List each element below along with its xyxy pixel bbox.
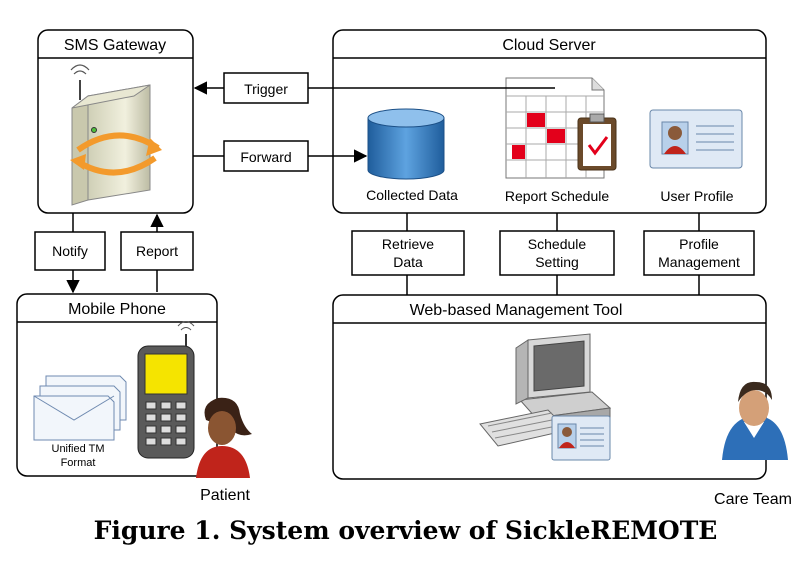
message-stack-icon [33, 375, 127, 441]
web-tool-title: Web-based Management Tool [410, 302, 623, 319]
sync-arrow-icon [70, 132, 162, 176]
cell-phone-icon [137, 321, 195, 459]
cloud-server-title: Cloud Server [502, 37, 596, 54]
retrieve-data-label-line1: Retrieve [382, 236, 434, 252]
system-overview-diagram: SMS Gateway Cloud Server [16, 29, 792, 508]
profile-management-connector: Profile Management [643, 213, 755, 295]
figure-caption: Figure 1. System overview of SickleREMOT… [93, 516, 718, 545]
patient-avatar-icon [196, 397, 252, 478]
care-team-avatar-icon [722, 381, 788, 460]
schedule-setting-label-line2: Setting [535, 254, 579, 270]
sms-gateway-panel: SMS Gateway [37, 29, 194, 214]
user-profile-card-icon [649, 109, 743, 169]
retrieve-data-connector: Retrieve Data [351, 213, 465, 295]
forward-label: Forward [240, 149, 291, 165]
report-connector: Report [120, 213, 194, 292]
sms-gateway-title: SMS Gateway [64, 37, 166, 54]
profile-management-label-line2: Management [658, 254, 740, 270]
report-label: Report [136, 243, 178, 259]
user-profile-label: User Profile [660, 188, 733, 204]
profile-management-label-line1: Profile [679, 236, 719, 252]
schedule-setting-label-line1: Schedule [528, 236, 587, 252]
notify-connector: Notify [34, 213, 106, 294]
mobile-phone-panel: Mobile Phone Unified TM Format [16, 293, 252, 478]
profile-card-icon [551, 415, 611, 461]
notify-label: Notify [52, 243, 88, 259]
patient-label: Patient [200, 487, 250, 504]
mobile-phone-title: Mobile Phone [68, 301, 166, 318]
web-tool-panel: Web-based Management Tool [332, 294, 767, 480]
forward-connector: Forward [193, 140, 368, 172]
trigger-label: Trigger [244, 81, 288, 97]
database-icon [367, 108, 445, 180]
care-team-label: Care Team [714, 491, 792, 508]
schedule-setting-connector: Schedule Setting [499, 213, 615, 295]
calendar-icon [505, 77, 617, 179]
report-schedule-label: Report Schedule [505, 188, 610, 204]
unified-format-label-line1: Unified TM [52, 443, 105, 455]
trigger-connector: Trigger [193, 72, 555, 104]
collected-data-label: Collected Data [366, 187, 458, 203]
cloud-server-panel: Cloud Server Collected Data [332, 29, 767, 214]
unified-format-label-line2: Format [61, 457, 96, 469]
retrieve-data-label-line2: Data [393, 254, 423, 270]
